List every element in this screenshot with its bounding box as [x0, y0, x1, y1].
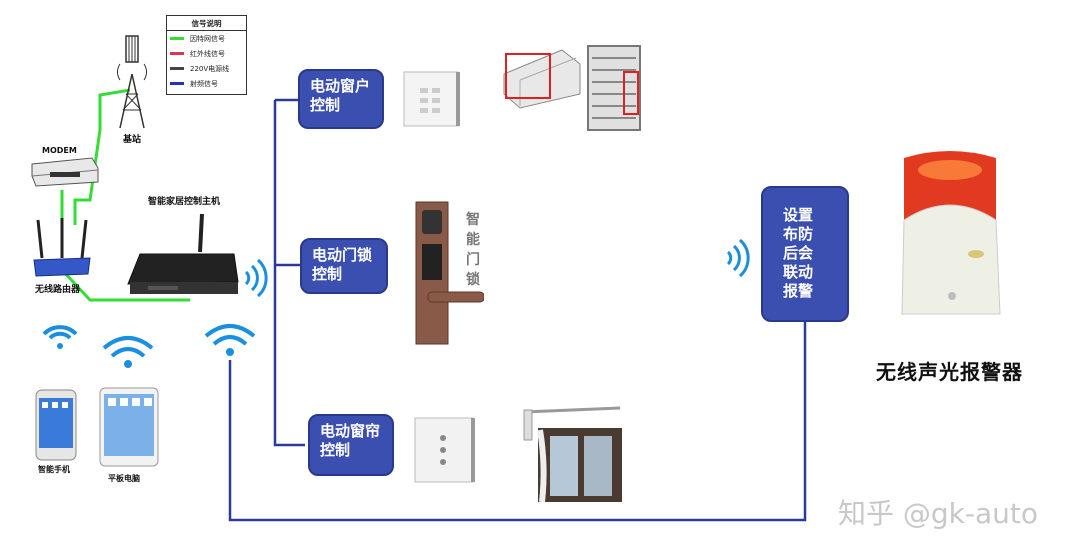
tablet-icon: [99, 387, 159, 467]
legend-item-power: 220V电源线: [167, 61, 246, 76]
legend-item-internet: 因特网信号: [167, 31, 246, 46]
wifi-icon: [42, 325, 78, 349]
rf-line-bus: [273, 100, 305, 447]
alarm-label: 无线声光报警器: [876, 360, 1023, 384]
legend-item-rf: 射频信号: [167, 76, 246, 91]
lock-brand-text: 智能门锁: [466, 212, 480, 288]
legend-title: 信号说明: [167, 16, 246, 31]
window-control-box: 电动窗户控制: [298, 69, 384, 129]
rf-signal-icon: [726, 238, 750, 278]
phone-label: 智能手机: [38, 465, 70, 474]
modem-label: MODEM: [42, 146, 77, 155]
tablet-label: 平板电脑: [108, 474, 140, 483]
router-label: 无线路由器: [35, 285, 81, 295]
alarm-siren-icon: [901, 151, 1001, 315]
base-station-icon: [116, 35, 148, 129]
louver-window-icon: [587, 45, 641, 131]
curtain-switch-icon: [414, 417, 475, 483]
smart-door-lock-icon: [415, 201, 484, 345]
legend-item-infrared: 红外线信号: [167, 46, 246, 61]
curtain-photo-icon: [523, 406, 622, 503]
base-station-label: 基站: [123, 135, 142, 145]
window-frame-icon: [503, 49, 581, 109]
window-switch-icon: [403, 71, 460, 127]
signal-legend: 信号说明 因特网信号 红外线信号 220V电源线 射频信号: [166, 15, 247, 95]
rf-signal-icon: [244, 258, 268, 298]
smartphone-icon: [35, 389, 77, 461]
rf-line-alarm: [228, 320, 807, 522]
router-icon: [33, 218, 91, 277]
watermark: 知乎 @gk-auto: [838, 497, 1039, 530]
door-lock-control-box: 电动门锁控制: [300, 238, 388, 294]
internet-line-router-host: [60, 268, 190, 302]
wifi-icon: [102, 336, 154, 368]
host-label: 智能家居控制主机: [148, 197, 221, 207]
wifi-icon: [204, 324, 256, 356]
modem-icon: [31, 157, 99, 187]
host-icon: [127, 213, 239, 294]
curtain-control-box: 电动窗帘控制: [308, 414, 394, 476]
alarm-linkage-box: 设置布防后会联动报警: [761, 186, 849, 322]
